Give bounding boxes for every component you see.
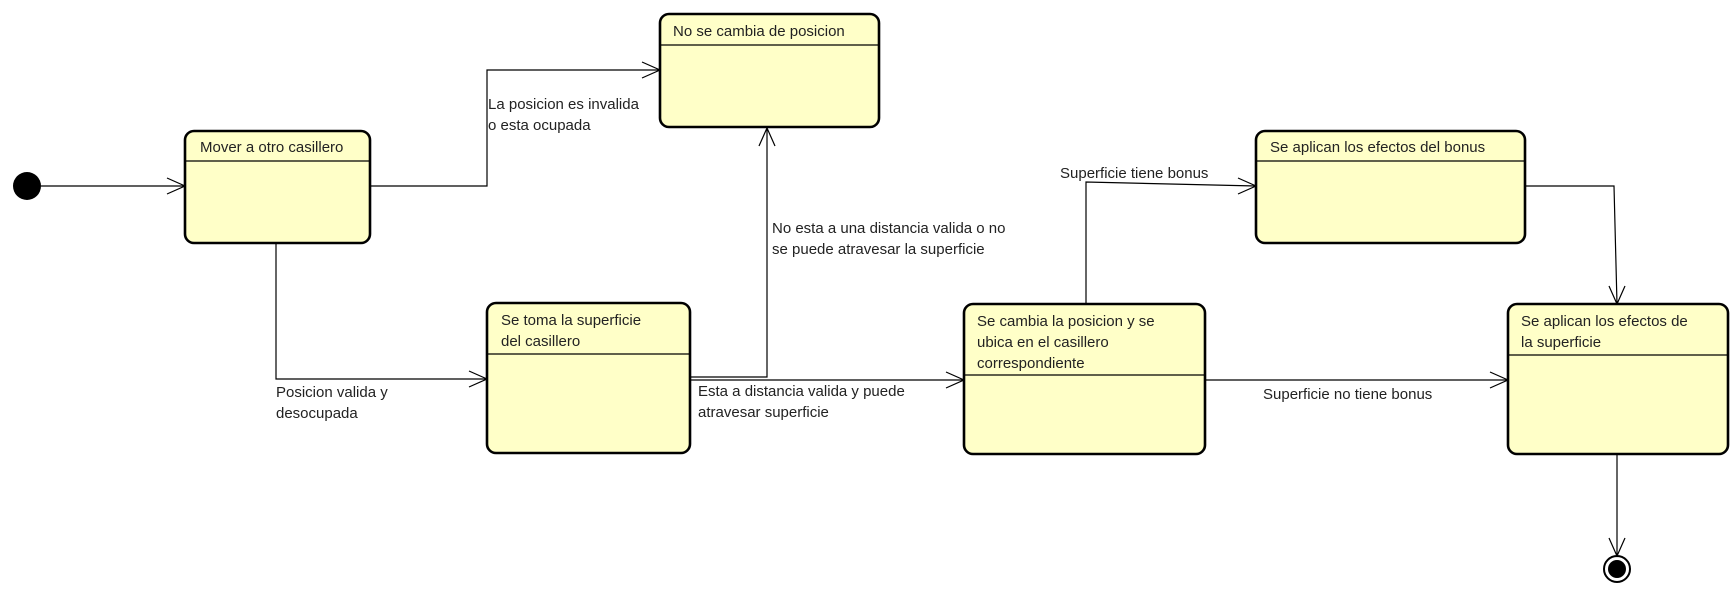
initial-node	[13, 172, 41, 200]
transition-label-no-distancia: No esta a una distancia valida o no se p…	[772, 220, 1006, 258]
edge-toma-to-no-cambia	[690, 126, 776, 378]
edge-cambia-to-efectos-bonus	[1085, 177, 1258, 304]
transition-label-tiene-bonus: Superficie tiene bonus	[1060, 165, 1208, 182]
state-label-line: Se cambia la posicion y se	[977, 313, 1155, 330]
state-mover-a-otro-casillero: Mover a otro casillero	[183, 129, 372, 245]
state-se-aplican-los-efectos-del-bonus: Se aplican los efectos del bonus	[1254, 129, 1527, 245]
edge-efectos-superficie-to-final	[1608, 454, 1626, 558]
transition-label-line: se puede atravesar la superficie	[772, 241, 985, 258]
transition-label-no-bonus: Superficie no tiene bonus	[1263, 386, 1432, 403]
state-label-line: correspondiente	[977, 355, 1085, 372]
transition-label-line: Superficie no tiene bonus	[1263, 386, 1432, 403]
state-label-line: Mover a otro casillero	[200, 139, 343, 156]
state-label-line: Se aplican los efectos del bonus	[1270, 139, 1485, 156]
transition-label-si-distancia: Esta a distancia valida y puede atravesa…	[698, 383, 905, 421]
transition-label-valida: Posicion valida y desocupada	[276, 384, 388, 422]
state-se-cambia-la-posicion: Se cambia la posicion y se ubica en el c…	[962, 302, 1207, 456]
edge-mover-to-toma-superficie	[275, 243, 489, 388]
transition-label-line: o esta ocupada	[488, 117, 591, 134]
state-label-line: ubica en el casillero	[977, 334, 1109, 351]
transition-label-line: No esta a una distancia valida o no	[772, 220, 1006, 237]
transition-label-invalida: La posicion es invalida o esta ocupada	[488, 96, 640, 134]
final-node	[1603, 555, 1631, 583]
state-label-line: del casillero	[501, 333, 580, 350]
state-label-line: Se aplican los efectos de	[1521, 313, 1688, 330]
transition-label-line: Esta a distancia valida y puede	[698, 383, 905, 400]
transition-label-line: Posicion valida y	[276, 384, 388, 401]
edge-bonus-to-efectos-superficie	[1525, 185, 1626, 306]
transition-label-line: desocupada	[276, 405, 358, 422]
state-label-line: No se cambia de posicion	[673, 23, 845, 40]
state-se-toma-la-superficie: Se toma la superficie del casillero	[485, 301, 692, 455]
state-label-line: la superficie	[1521, 334, 1601, 351]
edge-start-to-mover	[41, 177, 187, 195]
state-no-se-cambia-de-posicion: No se cambia de posicion	[658, 12, 881, 129]
transition-label-line: atravesar superficie	[698, 404, 829, 421]
state-label-line: Se toma la superficie	[501, 312, 641, 329]
transition-label-line: La posicion es invalida	[488, 96, 640, 113]
transition-label-line: Superficie tiene bonus	[1060, 165, 1208, 182]
state-se-aplican-los-efectos-de-la-superficie: Se aplican los efectos de la superficie	[1506, 302, 1730, 456]
